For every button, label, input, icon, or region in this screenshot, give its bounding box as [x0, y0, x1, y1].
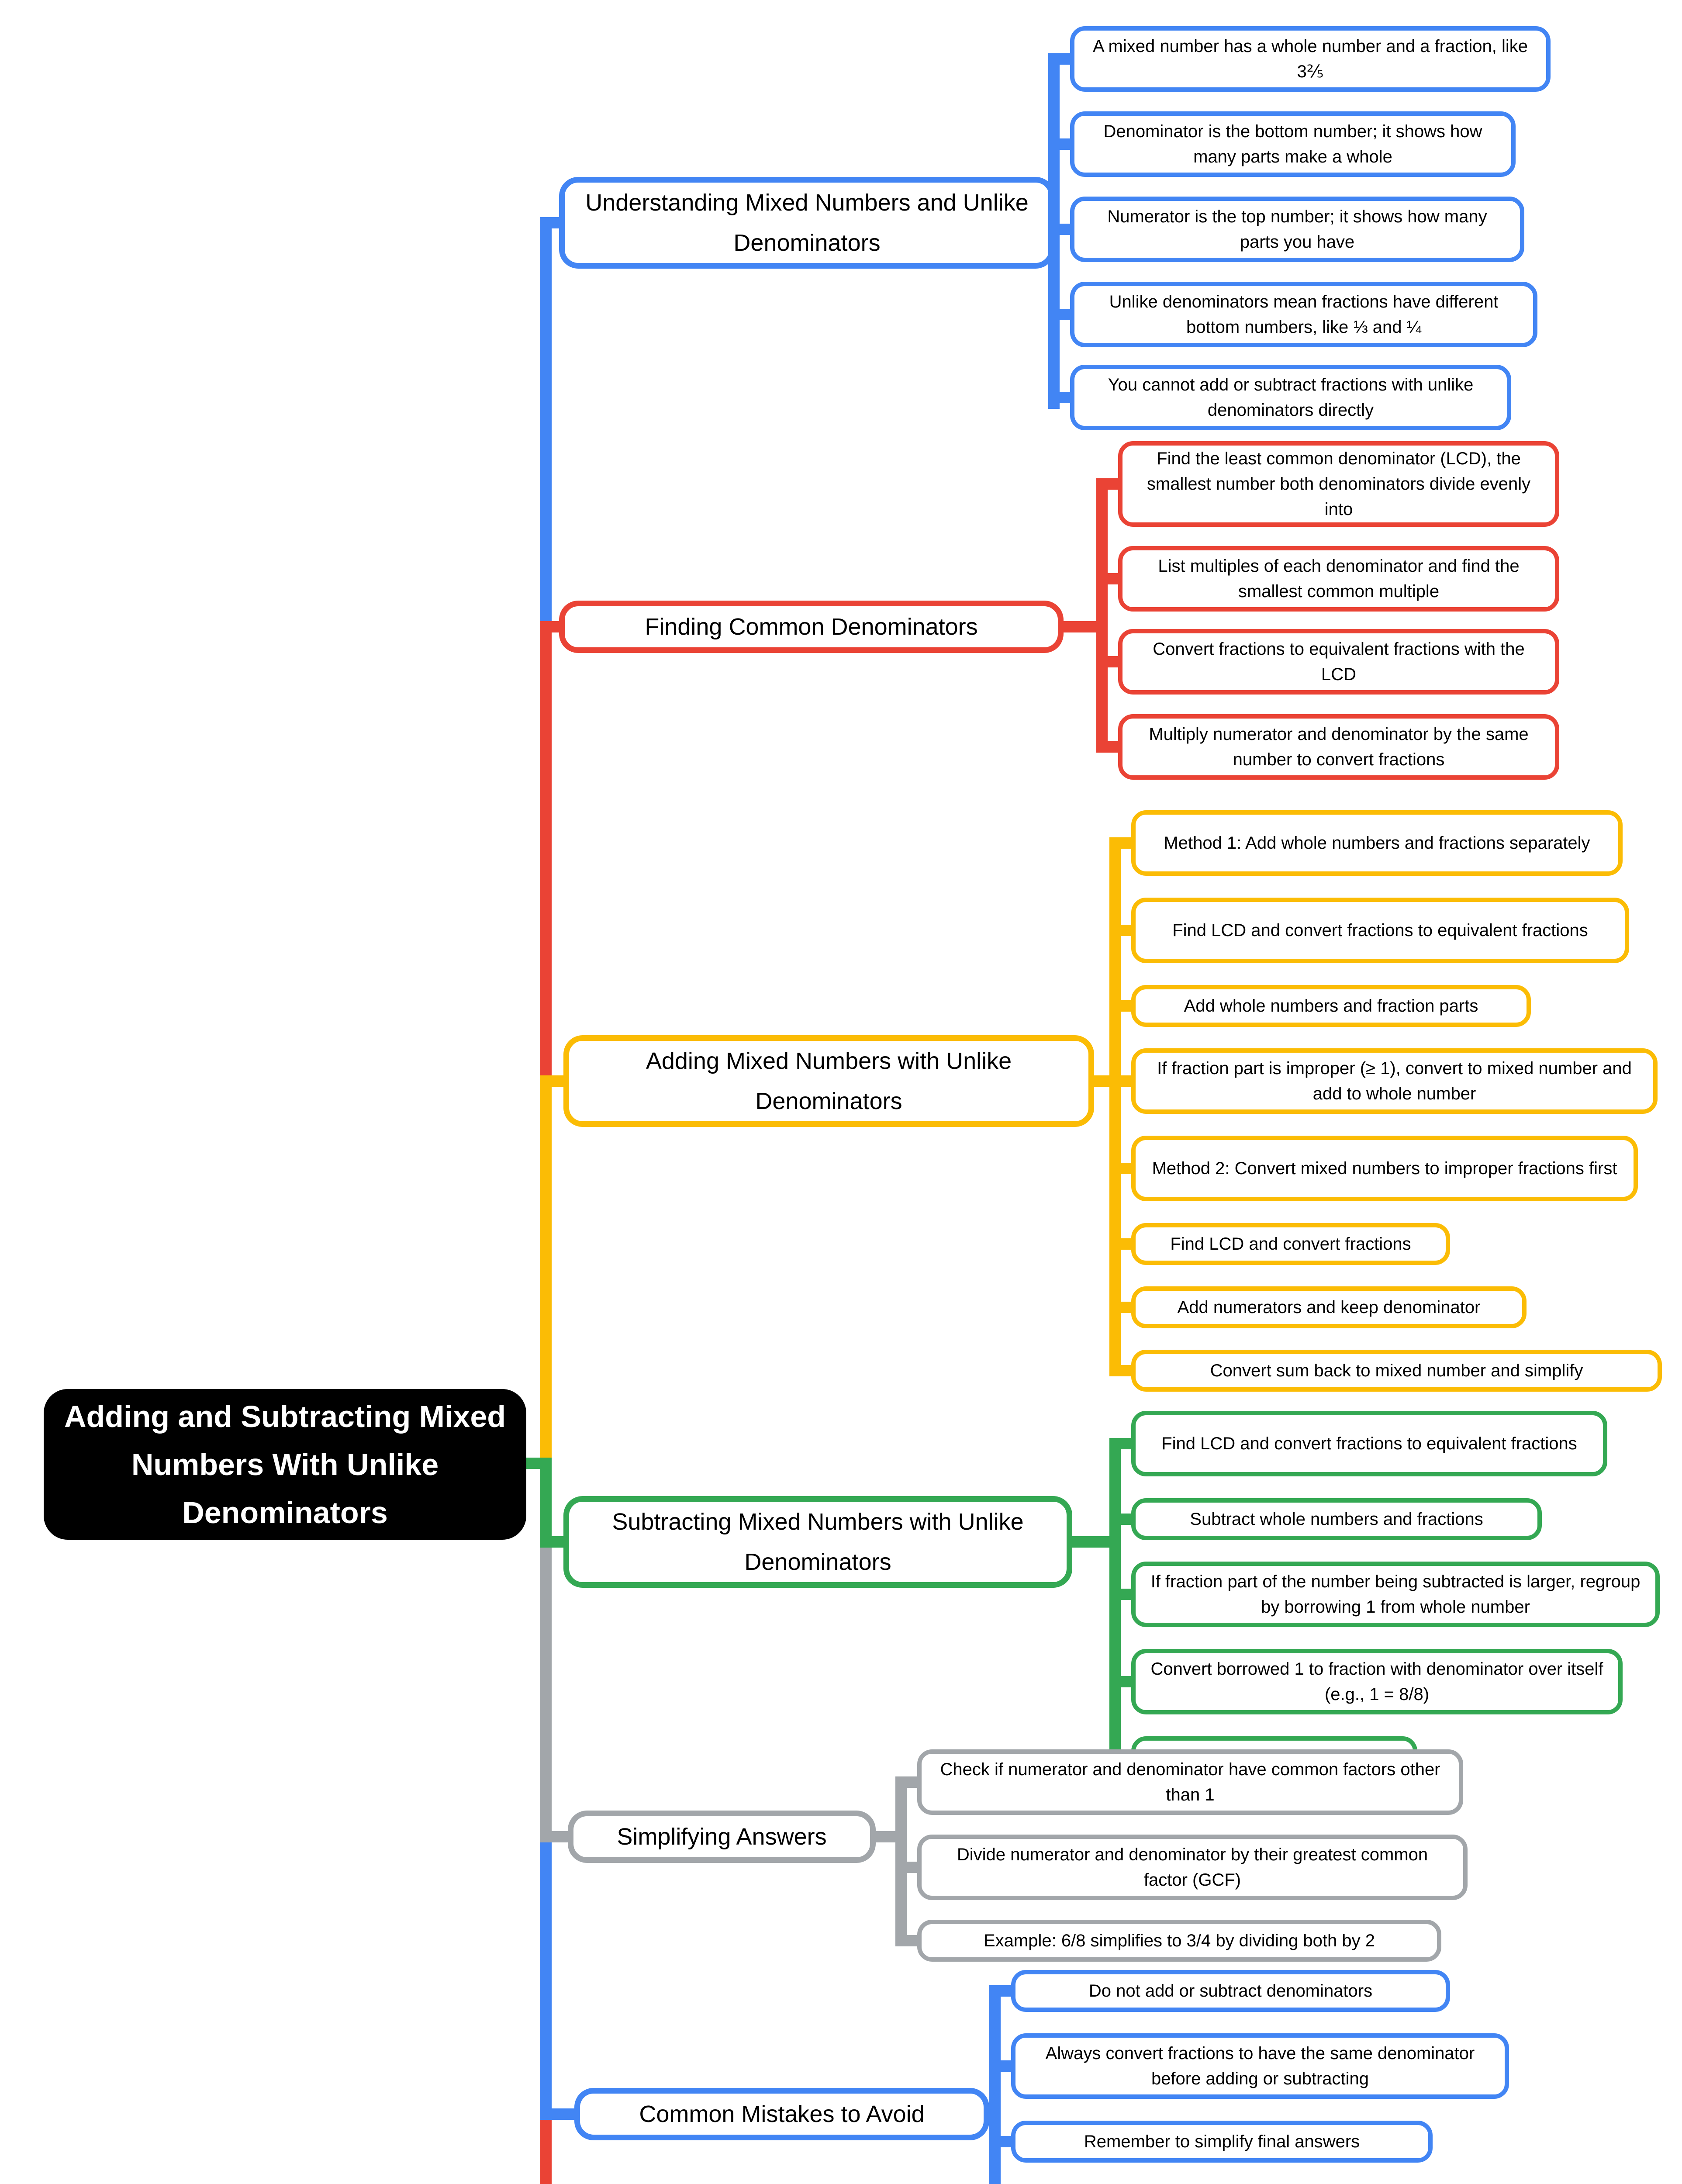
- connector-line: [989, 1985, 1014, 1997]
- connector-line: [1109, 1589, 1134, 1600]
- connector-line: [1109, 925, 1134, 936]
- child-node: Convert fractions to equivalent fraction…: [1118, 629, 1559, 695]
- connector-line: [1096, 656, 1121, 667]
- connector-line: [1109, 1514, 1134, 1525]
- branch-node: Common Mistakes to Avoid: [574, 2088, 989, 2140]
- connector-line: [540, 1458, 552, 1548]
- branch-node: Simplifying Answers: [568, 1811, 876, 1863]
- connector-line: [1109, 837, 1134, 849]
- child-node: Convert sum back to mixed number and sim…: [1131, 1350, 1662, 1392]
- connector-line: [989, 2060, 1014, 2072]
- connector-line: [1109, 1238, 1134, 1250]
- connector-line: [1109, 837, 1121, 1376]
- child-node: Multiply numerator and denominator by th…: [1118, 714, 1559, 780]
- connector-line: [989, 1985, 1001, 2184]
- child-node: If fraction part is improper (≥ 1), conv…: [1131, 1048, 1658, 1114]
- connector-line: [1096, 478, 1121, 490]
- child-node: Method 1: Add whole numbers and fraction…: [1131, 810, 1623, 876]
- connector-line: [1048, 53, 1073, 65]
- connector-line: [540, 1075, 552, 1469]
- child-node: Find LCD and convert fractions: [1131, 1223, 1450, 1265]
- connector-line: [1109, 1438, 1121, 1763]
- connector-line: [1109, 1302, 1134, 1313]
- child-node: Divide numerator and denominator by thei…: [917, 1835, 1468, 1900]
- connector-line: [1048, 392, 1073, 403]
- connector-line: [1096, 478, 1108, 753]
- child-node: Unlike denominators mean fractions have …: [1070, 282, 1537, 347]
- child-node: Add whole numbers and fraction parts: [1131, 985, 1531, 1027]
- central-topic-node: Adding and Subtracting Mixed Numbers Wit…: [44, 1389, 526, 1540]
- branch-node: Finding Common Denominators: [559, 601, 1064, 653]
- child-node: Numerator is the top number; it shows ho…: [1070, 197, 1524, 262]
- connector-line: [895, 1935, 920, 1946]
- connector-line: [895, 1776, 920, 1788]
- branch-node: Adding Mixed Numbers with Unlike Denomin…: [563, 1035, 1094, 1127]
- child-node: Check if numerator and denominator have …: [917, 1749, 1463, 1815]
- branch-node: Subtracting Mixed Numbers with Unlike De…: [563, 1496, 1072, 1588]
- connector-line: [1109, 1000, 1134, 1012]
- child-node: If fraction part of the number being sub…: [1131, 1562, 1660, 1627]
- child-node: Find LCD and convert fractions to equiva…: [1131, 1411, 1607, 1476]
- connector-line: [1109, 1163, 1134, 1174]
- child-node: Do not add or subtract denominators: [1011, 1970, 1450, 2012]
- child-node: Find LCD and convert fractions to equiva…: [1131, 898, 1629, 963]
- child-node: Subtract whole numbers and fractions: [1131, 1498, 1542, 1540]
- connector-line: [1096, 573, 1121, 584]
- child-node: You cannot add or subtract fractions wit…: [1070, 365, 1511, 430]
- connector-line: [1048, 224, 1073, 235]
- connector-line: [895, 1862, 920, 1873]
- child-node: List multiples of each denominator and f…: [1118, 546, 1559, 612]
- child-node: Remember to simplify final answers: [1011, 2121, 1433, 2163]
- connector-line: [1109, 1075, 1134, 1087]
- connector-line: [1096, 741, 1121, 753]
- connector-line: [1109, 1438, 1134, 1449]
- connector-line: [522, 1458, 552, 1469]
- connector-line: [1048, 138, 1073, 150]
- connector-line: [546, 2108, 579, 2120]
- connector-line: [1109, 1676, 1134, 1687]
- branch-node: Understanding Mixed Numbers and Unlike D…: [559, 177, 1055, 269]
- child-node: A mixed number has a whole number and a …: [1070, 26, 1551, 92]
- connector-line: [989, 2136, 1014, 2147]
- child-node: Example: 6/8 simplifies to 3/4 by dividi…: [917, 1920, 1441, 1962]
- child-node: Convert borrowed 1 to fraction with deno…: [1131, 1649, 1623, 1714]
- connector-line: [1109, 1365, 1134, 1376]
- child-node: Add numerators and keep denominator: [1131, 1286, 1527, 1328]
- child-node: Denominator is the bottom number; it sho…: [1070, 111, 1516, 177]
- connector-line: [895, 1776, 907, 1946]
- child-node: Method 2: Convert mixed numbers to impro…: [1131, 1136, 1638, 1201]
- child-node: Always convert fractions to have the sam…: [1011, 2033, 1509, 2099]
- connector-line: [1048, 309, 1073, 320]
- child-node: Find the least common denominator (LCD),…: [1118, 441, 1559, 527]
